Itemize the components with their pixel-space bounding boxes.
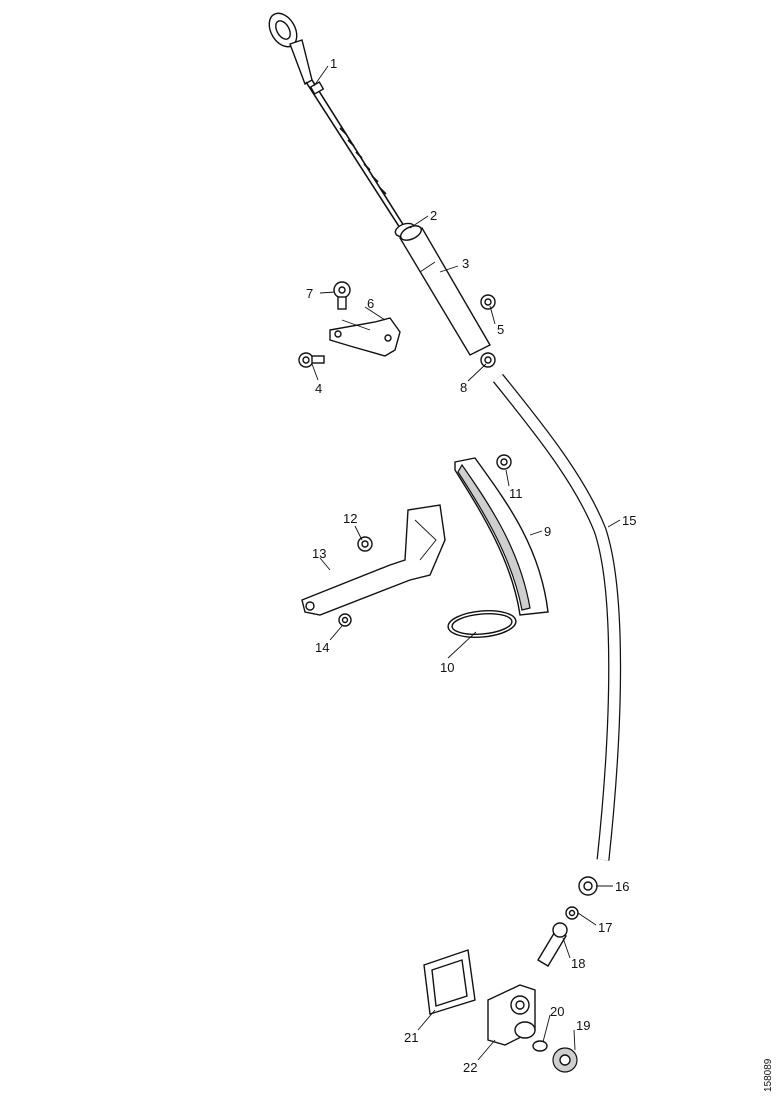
dipstick xyxy=(268,12,405,229)
callout-15: 15 xyxy=(622,513,636,528)
ring-20 xyxy=(532,1040,548,1052)
cap-19 xyxy=(552,1047,578,1073)
callout-22: 22 xyxy=(463,1060,477,1075)
callout-13: 13 xyxy=(312,546,326,561)
guide-tube xyxy=(398,225,491,356)
oil-fill-hose xyxy=(492,373,622,861)
callout-21: 21 xyxy=(404,1030,418,1045)
flange-housing-22 xyxy=(487,984,536,1046)
callout-6: 6 xyxy=(367,296,374,311)
callout-17: 17 xyxy=(598,920,612,935)
hose-clamp xyxy=(447,610,517,638)
nut-14 xyxy=(338,613,352,627)
callout-14: 14 xyxy=(315,640,329,655)
callout-4: 4 xyxy=(315,381,322,396)
callout-2: 2 xyxy=(430,208,437,223)
leader-lines xyxy=(311,65,621,1061)
callout-20: 20 xyxy=(550,1004,564,1019)
callout-3: 3 xyxy=(462,256,469,271)
callout-1: 1 xyxy=(330,56,337,71)
nut-5 xyxy=(480,294,496,310)
adapter-fitting xyxy=(537,922,568,967)
bolt-4 xyxy=(298,352,325,368)
support-bracket-13 xyxy=(301,504,446,616)
curved-guide-plate xyxy=(454,457,549,616)
callout-8: 8 xyxy=(460,380,467,395)
callout-16: 16 xyxy=(615,879,629,894)
bolt-11 xyxy=(496,454,512,470)
figure-reference-number: 158089 xyxy=(763,1058,774,1092)
callout-10: 10 xyxy=(440,660,454,675)
callout-12: 12 xyxy=(343,511,357,526)
callout-18: 18 xyxy=(571,956,585,971)
nut-12 xyxy=(357,536,373,552)
gasket-21 xyxy=(423,949,476,1015)
callout-7: 7 xyxy=(306,286,313,301)
callout-labels: 1 2 3 4 5 6 7 8 9 10 11 12 13 14 15 16 1… xyxy=(306,56,636,1075)
nut-16 xyxy=(578,876,598,896)
callout-11: 11 xyxy=(509,486,523,501)
bracket-6 xyxy=(329,317,401,357)
bolt-7 xyxy=(333,281,351,310)
callout-9: 9 xyxy=(544,524,551,539)
o-ring-17 xyxy=(565,906,579,920)
callout-5: 5 xyxy=(497,322,504,337)
nut-8 xyxy=(480,352,496,368)
callout-19: 19 xyxy=(576,1018,590,1033)
